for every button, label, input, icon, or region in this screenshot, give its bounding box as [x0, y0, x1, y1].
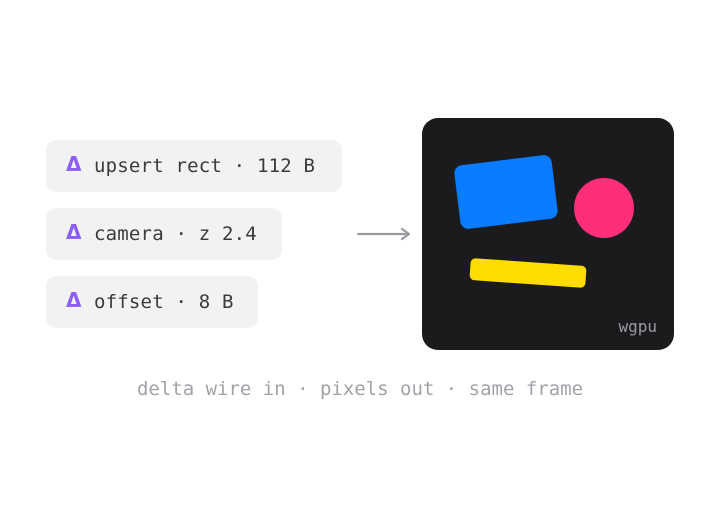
delta-message-label: camera · z 2.4: [94, 223, 257, 245]
rendered-scene: [454, 155, 634, 288]
delta-message-camera: Δ camera · z 2.4: [46, 208, 282, 260]
delta-icon: Δ: [66, 288, 82, 312]
wgpu-label: wgpu: [618, 317, 657, 336]
delta-icon: Δ: [66, 220, 82, 244]
yellow-bar: [469, 258, 587, 288]
delta-icon: Δ: [66, 152, 82, 176]
render-output-canvas: wgpu: [422, 118, 674, 350]
delta-message-upsert-rect: Δ upsert rect · 112 B: [46, 140, 342, 192]
delta-message-label: upsert rect · 112 B: [94, 155, 316, 177]
blue-rectangle: [454, 155, 558, 229]
delta-message-offset: Δ offset · 8 B: [46, 276, 258, 328]
caption: delta wire in · pixels out · same frame: [136, 378, 584, 400]
delta-message-label: offset · 8 B: [94, 291, 234, 313]
right-arrow-icon: [356, 227, 411, 241]
pink-circle: [574, 178, 634, 238]
